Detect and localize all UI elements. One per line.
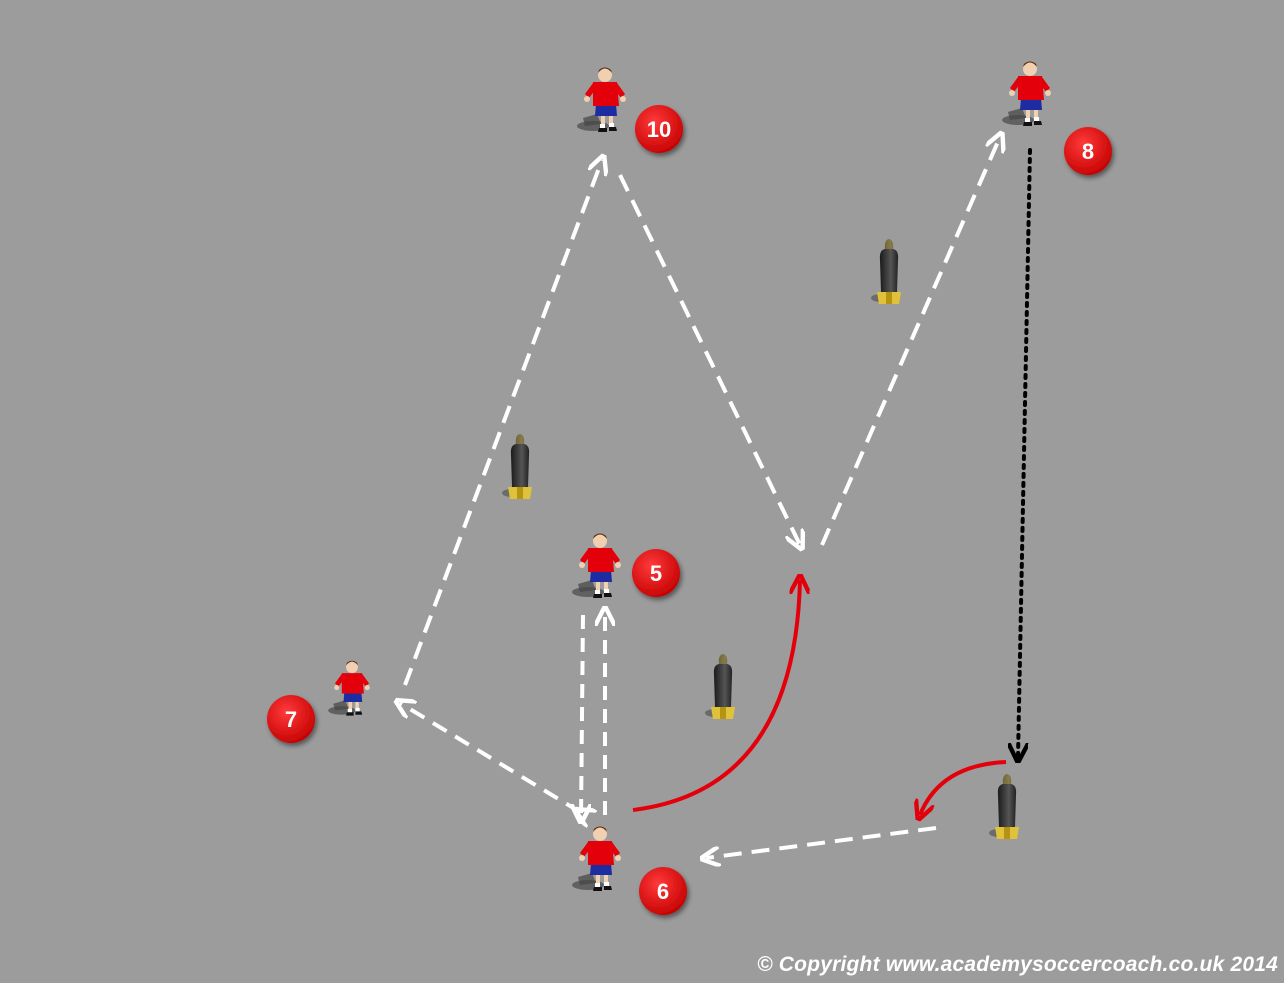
badge-number: 6 bbox=[657, 879, 669, 904]
badge-number: 5 bbox=[650, 561, 662, 586]
player-badge-6: 6 bbox=[639, 867, 687, 915]
badge-number: 10 bbox=[647, 117, 671, 142]
copyright-watermark: © Copyright www.academysoccercoach.co.uk… bbox=[757, 953, 1278, 977]
player-badge-10: 10 bbox=[635, 105, 683, 153]
badge-number: 7 bbox=[285, 707, 297, 732]
player-badge-8: 8 bbox=[1064, 127, 1112, 175]
player-badge-7: 7 bbox=[267, 695, 315, 743]
pass-arrow-5-to-6 bbox=[581, 615, 583, 818]
player-badge-5: 5 bbox=[632, 549, 680, 597]
badge-number: 8 bbox=[1082, 139, 1094, 164]
